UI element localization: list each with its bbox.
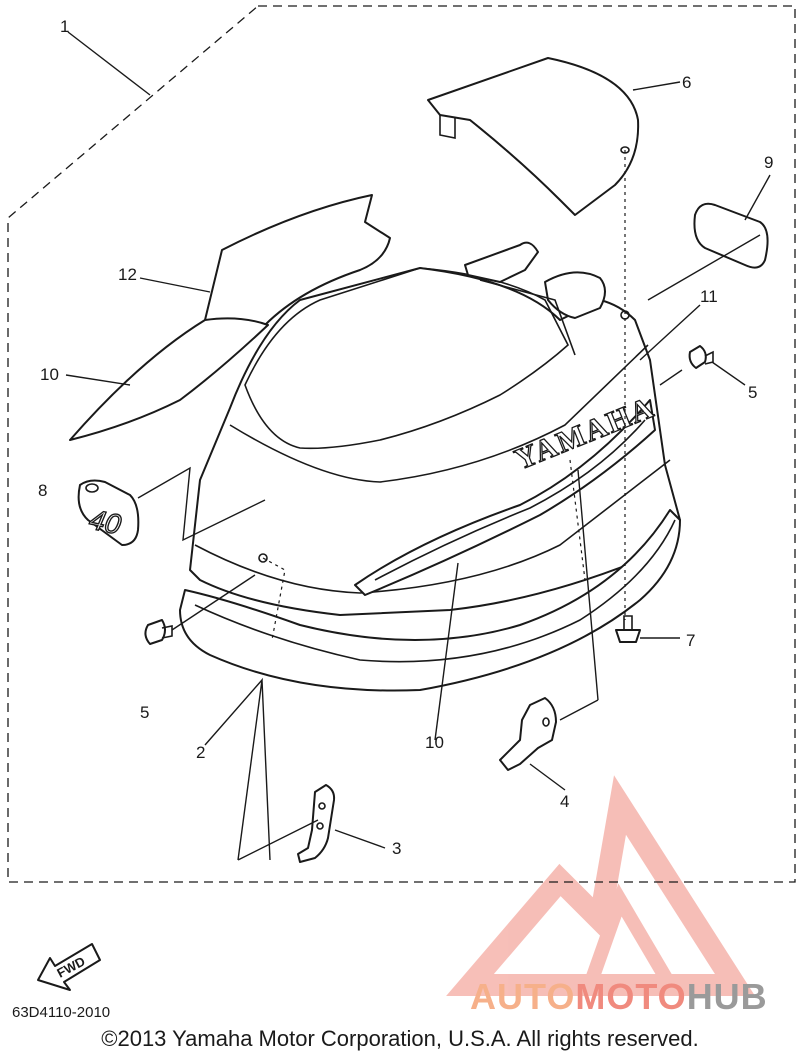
callout-10a: 10 (40, 365, 59, 384)
part-model-emblem: 40 (77, 479, 140, 546)
callout-labels: 1 2 3 4 5 5 6 7 8 9 10 10 11 12 (38, 17, 773, 858)
callout-3: 3 (392, 839, 401, 858)
diagram-code: 63D4110-2010 (12, 1004, 111, 1021)
watermark-text-hub: HUB (686, 976, 768, 1017)
part-side-stripe-left (69, 317, 269, 441)
assembly-boundary (7, 5, 796, 883)
callout-1: 1 (60, 17, 69, 36)
watermark-logo (446, 775, 756, 996)
part-top-cover-cap (427, 57, 640, 216)
part-screw-left (144, 619, 173, 645)
callout-6: 6 (682, 73, 691, 92)
part-seal-gasket (179, 509, 681, 692)
callout-2: 2 (196, 743, 205, 762)
part-screw-right (688, 345, 714, 369)
part-bracket-lower (297, 784, 336, 863)
part-bolt (615, 615, 641, 643)
callout-9: 9 (764, 153, 773, 172)
callout-11: 11 (700, 287, 718, 306)
callout-10b: 10 (425, 733, 444, 752)
callout-5a: 5 (140, 703, 149, 722)
callout-7: 7 (686, 631, 695, 650)
watermark-text-auto: AUTO (470, 976, 576, 1017)
watermark-text-moto: MOTO (575, 976, 687, 1017)
part-latch (499, 697, 557, 771)
leader-lines (65, 31, 771, 861)
emblem-model-number: 40 (87, 504, 124, 541)
fastener-guides (262, 150, 626, 641)
callout-8: 8 (38, 481, 47, 500)
part-small-label (693, 202, 769, 269)
leader-part-8 (137, 466, 266, 542)
watermark-text: AUTOMOTOHUB (470, 976, 768, 1018)
copyright-notice: ©2013 Yamaha Motor Corporation, U.S.A. A… (101, 1026, 699, 1051)
forward-direction-icon: FWD (37, 943, 101, 991)
callout-12: 12 (118, 265, 137, 284)
callout-4: 4 (560, 792, 569, 811)
part-top-cowling: YAMAHA (189, 241, 681, 616)
callout-5b: 5 (748, 383, 757, 402)
